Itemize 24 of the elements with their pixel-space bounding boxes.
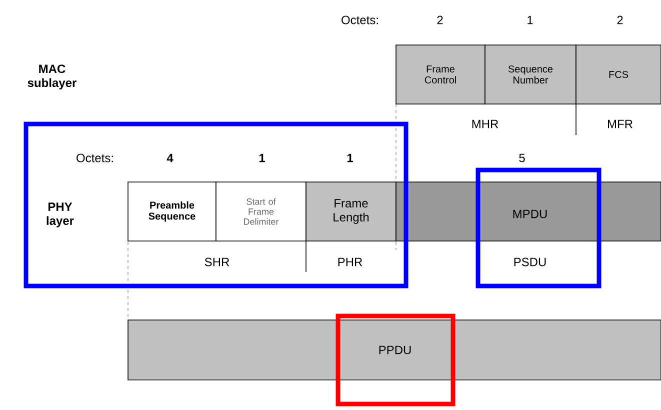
field-cell: Preamble Sequence [128, 182, 216, 242]
octet-count: 1 [528, 16, 533, 24]
field-cell: Frame Length [306, 182, 396, 242]
field-cell: Sequence Number [484, 44, 576, 104]
frame-band: MPDU [396, 182, 661, 242]
header-label: PSDU [514, 258, 546, 266]
octet-count: 1 [259, 154, 265, 162]
octet-count: 2 [437, 16, 443, 24]
layer-label: MAC sublayer [28, 64, 76, 90]
field-cell: FCS [576, 44, 661, 104]
octet-count: 4 [166, 154, 174, 162]
octets-label: Octets: [342, 16, 378, 24]
header-label: PHR [338, 258, 362, 266]
header-label: MFR [608, 120, 632, 128]
header-label: MHR [472, 120, 498, 128]
layer-label: PHY layer [46, 202, 74, 228]
field-cell: Frame Control [396, 44, 486, 104]
frame-band: PPDU [128, 320, 661, 380]
field-cell: Start of Frame Delimiter [216, 182, 306, 242]
octet-count: 2 [617, 16, 623, 24]
header-label: SHR [204, 258, 230, 266]
octet-count: 1 [347, 154, 353, 162]
octet-count: 5 [519, 154, 525, 162]
octets-label: Octets: [76, 154, 113, 162]
